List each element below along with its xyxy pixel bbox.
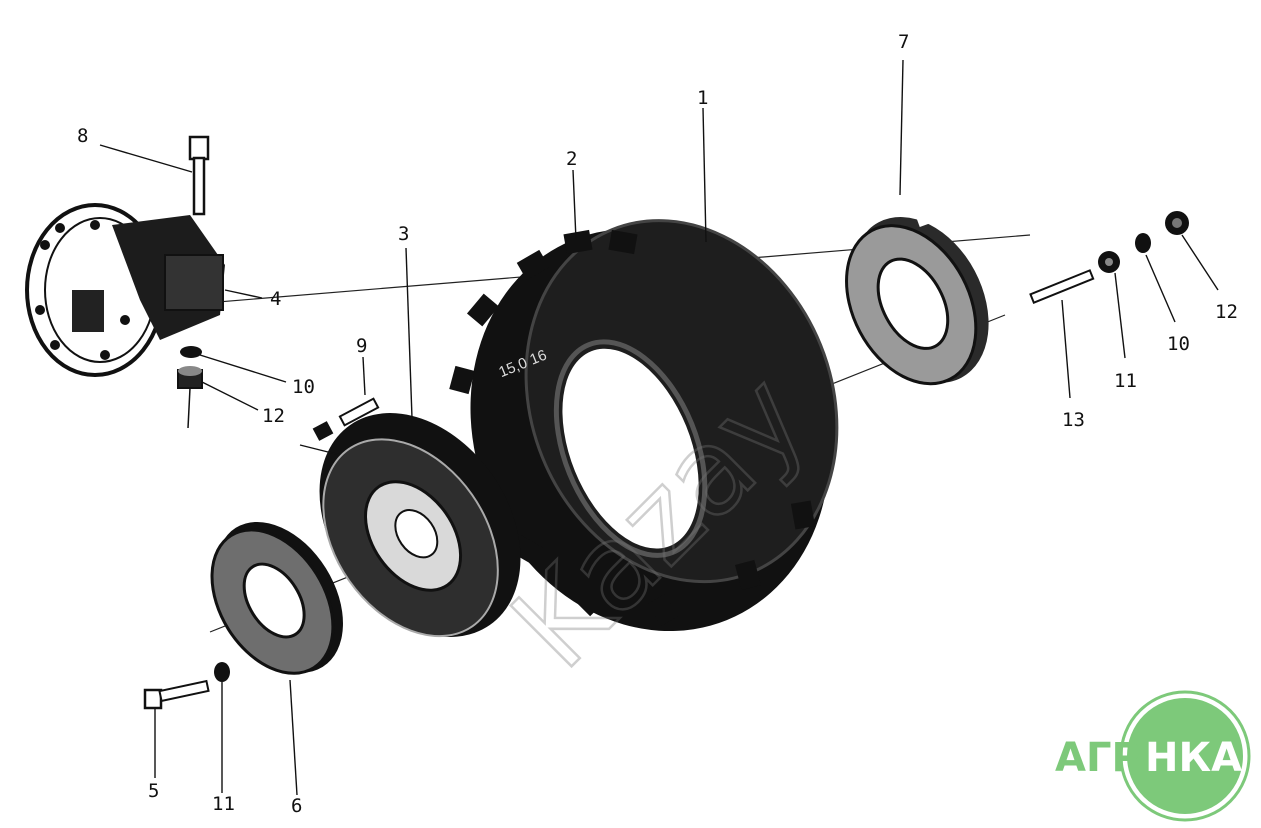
callout-12-right: 12 (1215, 301, 1238, 323)
callout-6: 6 (291, 795, 302, 817)
nut-12-right (1165, 211, 1189, 235)
callout-1: 1 (697, 87, 708, 109)
leader-lines (99, 59, 1219, 796)
callout-2: 2 (566, 148, 577, 170)
bolt-8 (188, 135, 210, 216)
washer-10-left (180, 346, 202, 358)
wheel-disc (319, 413, 521, 638)
stud-9 (312, 397, 380, 441)
nut-12-left (177, 366, 203, 389)
logo-circle (1123, 694, 1247, 818)
callout-5: 5 (148, 780, 159, 802)
agronka-logo: АГРО НКА (1055, 690, 1251, 822)
logo-text-right: НКА (1145, 735, 1242, 781)
callout-13: 13 (1062, 409, 1085, 431)
callout-11-bottom: 11 (212, 793, 235, 815)
washer-10-right (1135, 233, 1151, 253)
inner-weight-ring (210, 521, 343, 675)
callout-10-left: 10 (292, 376, 315, 398)
bolt-5 (143, 679, 210, 710)
callout-9: 9 (356, 335, 367, 357)
callout-8: 8 (77, 125, 88, 147)
logo-text-left: АГРО (1055, 735, 1175, 781)
tire: 15,0 16 (449, 219, 839, 632)
wheel-weight-plate (845, 196, 989, 386)
nut-11-right (1098, 251, 1120, 273)
hub-stud-line (187, 387, 191, 429)
callout-3: 3 (398, 223, 409, 245)
stud-13 (1029, 269, 1095, 304)
callout-12-left: 12 (262, 405, 285, 427)
callout-7: 7 (898, 31, 909, 53)
callout-10-right: 10 (1167, 333, 1190, 355)
callout-4: 4 (270, 288, 281, 310)
callout-11-right: 11 (1114, 370, 1137, 392)
washer-11-bottom (214, 662, 230, 682)
wheel-hub (25, 203, 225, 377)
